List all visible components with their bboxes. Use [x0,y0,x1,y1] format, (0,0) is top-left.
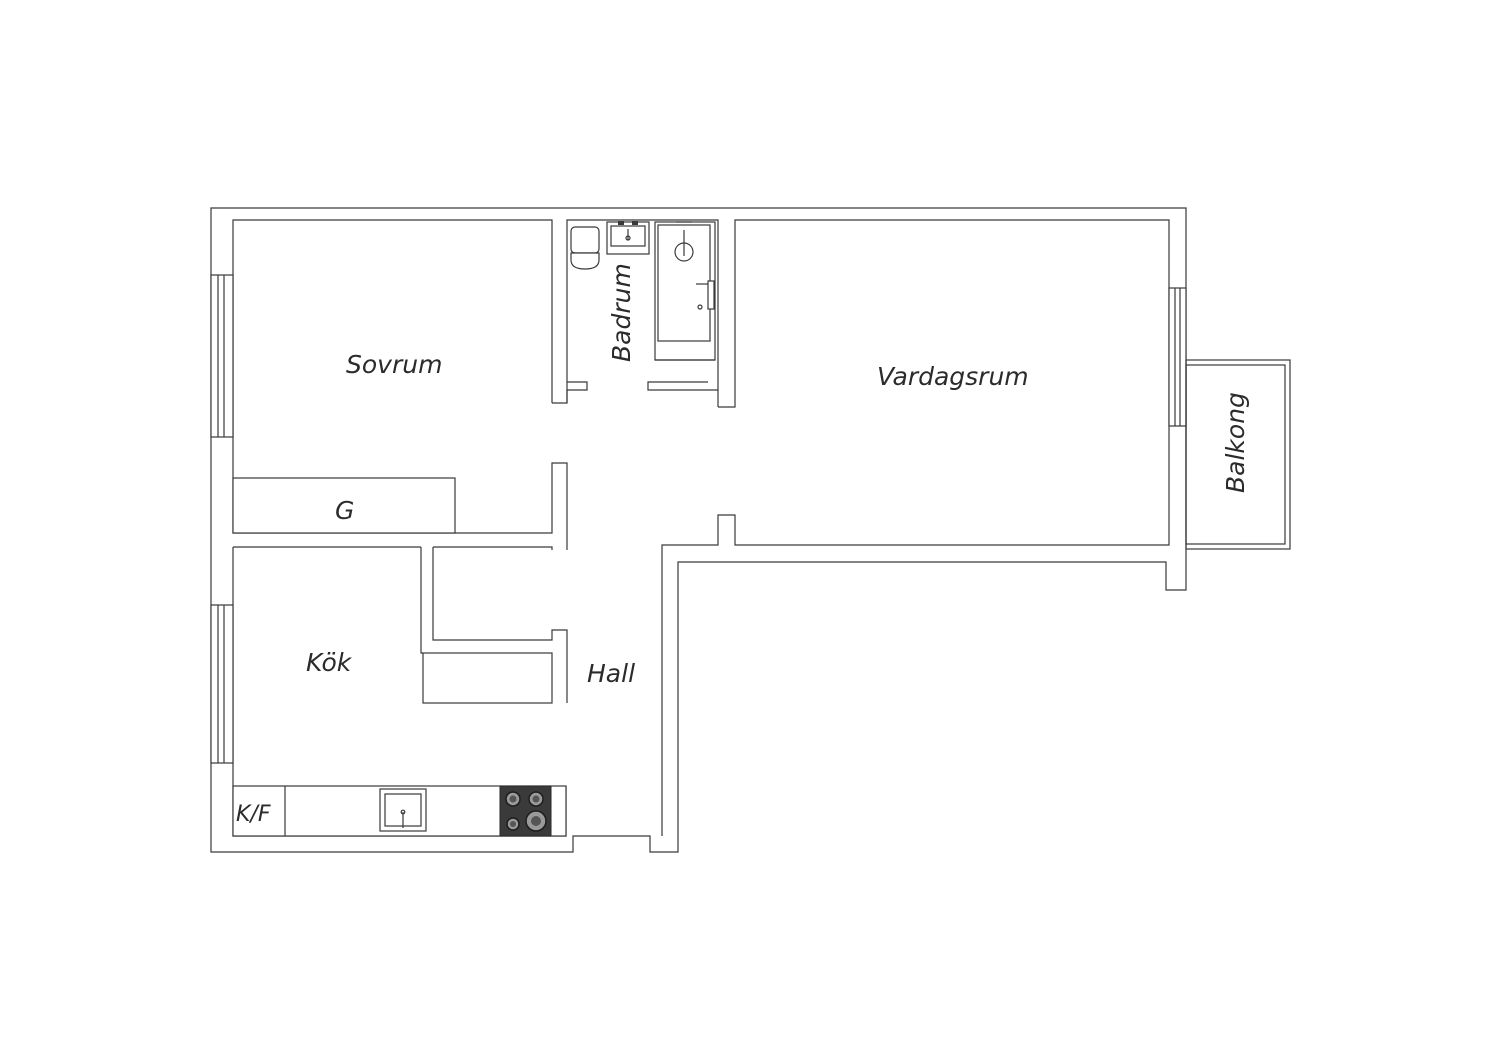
vardagsrum-inner-wall [661,219,1170,836]
toilet-icon [570,226,600,254]
label-sovrum: Sovrum [346,350,442,379]
window-sovrum [210,274,234,438]
label-badrum: Badrum [607,263,636,362]
label-kyl-frys: K/F [236,802,271,827]
windows [210,274,1187,764]
window-kok [210,604,234,764]
label-garderob: G [335,496,354,525]
window-vardagsrum [1168,287,1187,427]
walls [210,207,1187,853]
room-labels: Sovrum Vardagsrum G Kök Hall K/F Badrum … [236,263,1250,827]
kitchen-fixtures [232,785,567,837]
label-balkong: Balkong [1221,392,1250,493]
balkong [1185,359,1291,550]
label-hall: Hall [587,659,635,688]
label-kok: Kök [306,648,353,677]
bathroom-fixtures [570,221,716,361]
balkong-rail [1185,364,1286,545]
badrum-door-jamb-left [552,381,588,404]
kok-hall-wall [420,546,568,703]
outer-wall-outline [210,207,1187,853]
garderob-cabinet [232,477,456,534]
hall-cabinet [422,652,553,704]
label-vardagsrum: Vardagsrum [877,362,1029,391]
